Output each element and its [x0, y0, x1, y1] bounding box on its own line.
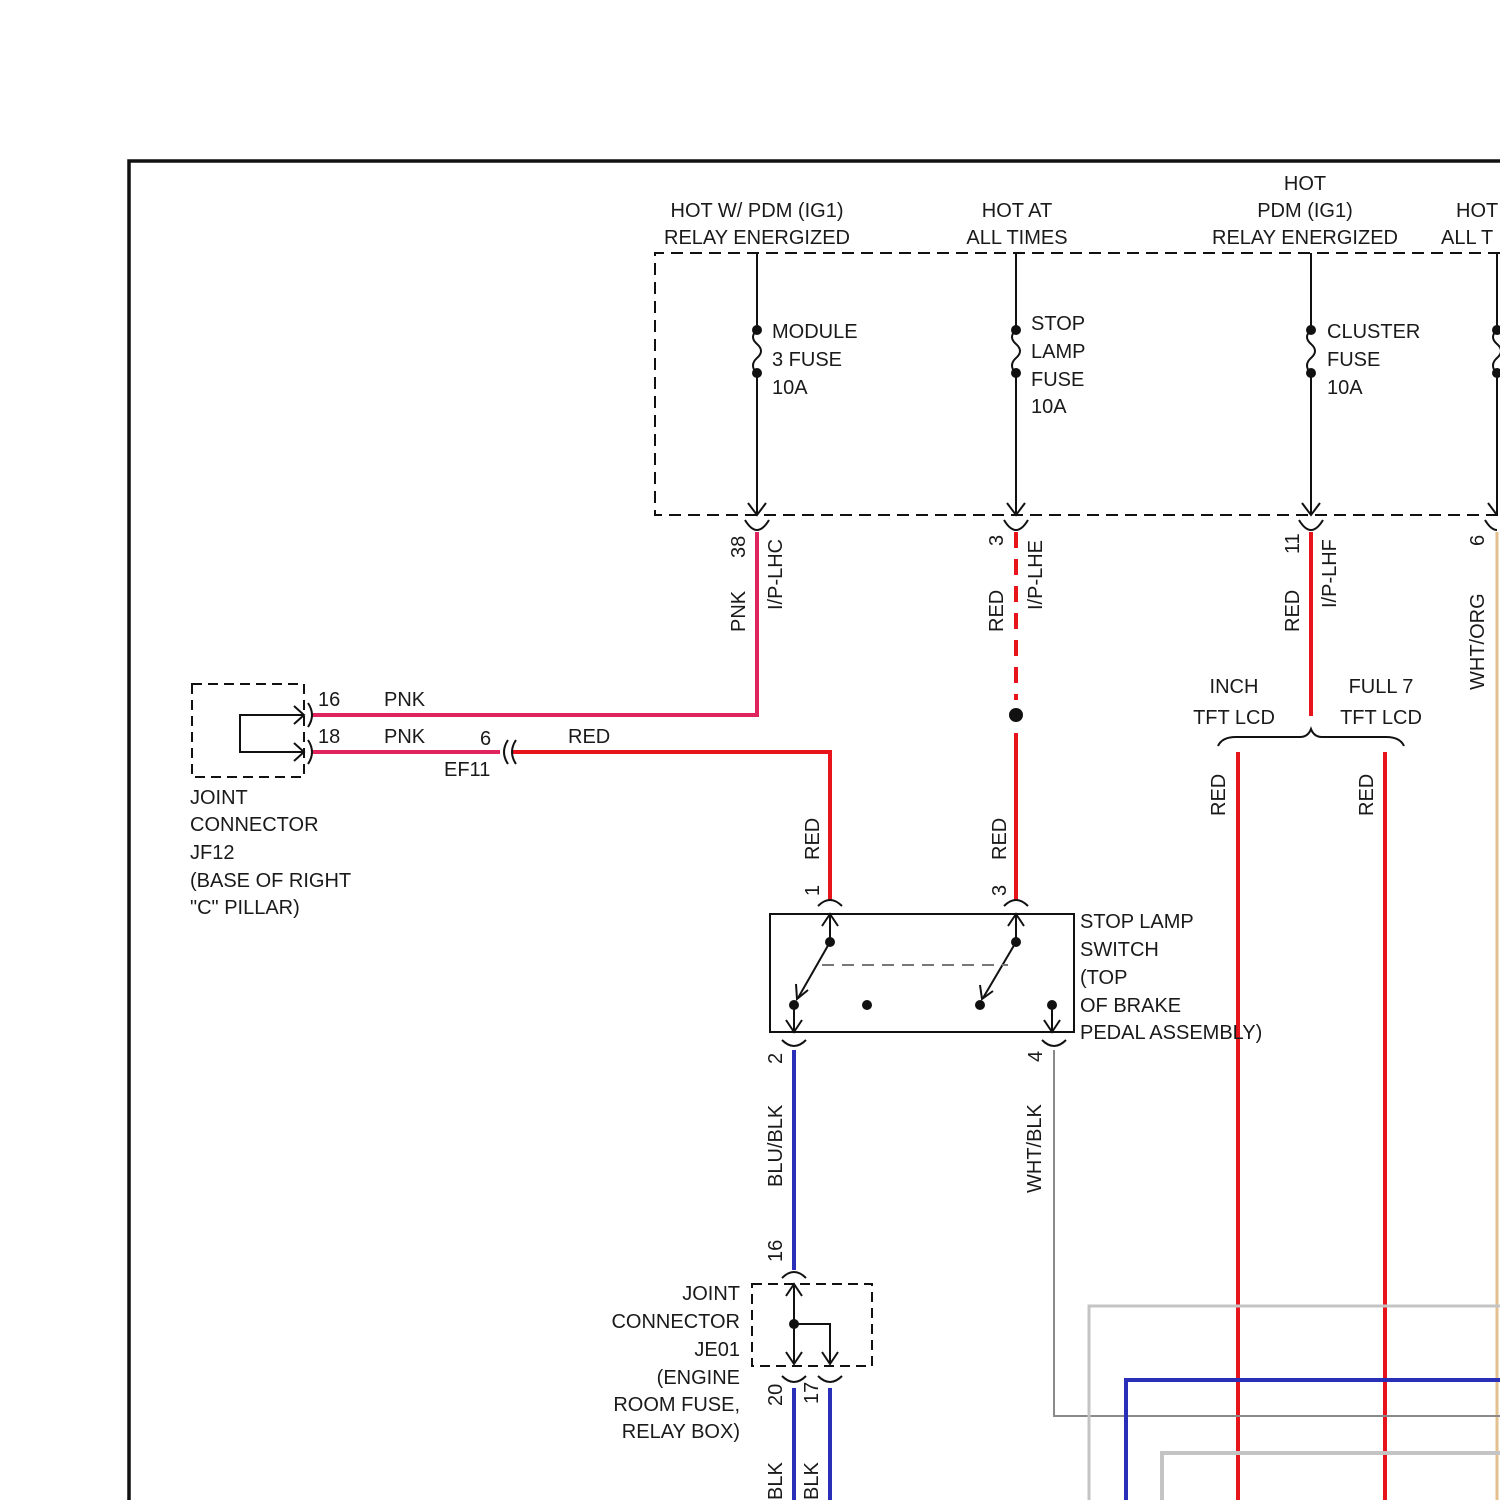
svg-text:HOT W/ PDM (IG1): HOT W/ PDM (IG1): [671, 200, 844, 222]
svg-text:RELAY ENERGIZED: RELAY ENERGIZED: [664, 227, 850, 249]
svg-text:6: 6: [1467, 535, 1489, 546]
wire-lightgray-2: [1162, 1453, 1500, 1500]
svg-text:(TOP: (TOP: [1080, 967, 1127, 989]
svg-text:ALL TIMES: ALL TIMES: [966, 227, 1067, 249]
svg-text:STOP LAMP: STOP LAMP: [1080, 911, 1194, 933]
svg-text:16: 16: [318, 689, 340, 711]
svg-text:RED: RED: [1282, 590, 1304, 632]
svg-text:ROOM FUSE,: ROOM FUSE,: [613, 1394, 740, 1416]
svg-text:2: 2: [765, 1053, 787, 1064]
svg-text:1: 1: [802, 885, 824, 896]
svg-text:PNK: PNK: [728, 590, 750, 632]
svg-text:RED: RED: [1208, 774, 1230, 816]
svg-text:INCH: INCH: [1210, 676, 1259, 698]
svg-text:6: 6: [480, 728, 491, 750]
wire-red-ef11-to-switch-1: [512, 752, 830, 900]
svg-text:RELAY ENERGIZED: RELAY ENERGIZED: [1212, 227, 1398, 249]
svg-text:3 FUSE: 3 FUSE: [772, 349, 842, 371]
svg-text:RED: RED: [986, 590, 1008, 632]
fuse-stop-lamp: STOP LAMP FUSE 10A: [1007, 253, 1085, 515]
svg-text:CONNECTOR: CONNECTOR: [190, 814, 319, 836]
splice-dot: [1009, 708, 1023, 722]
svg-text:STOP: STOP: [1031, 313, 1085, 335]
svg-text:RED: RED: [989, 818, 1011, 860]
power-label-cut-off: HOT ALL T: [1441, 200, 1498, 249]
svg-text:10A: 10A: [1327, 377, 1363, 399]
svg-text:TFT LCD: TFT LCD: [1340, 707, 1422, 729]
wire-blue-bus: [1126, 1380, 1500, 1500]
svg-text:PDM (IG1): PDM (IG1): [1257, 200, 1353, 222]
svg-text:RED: RED: [802, 818, 824, 860]
svg-text:RED: RED: [1356, 774, 1378, 816]
svg-text:16: 16: [765, 1240, 787, 1262]
svg-text:18: 18: [318, 726, 340, 748]
svg-text:11: 11: [1282, 533, 1304, 554]
switch-output-labels: BLU/BLK WHT/BLK: [765, 1103, 1046, 1193]
svg-text:EF11: EF11: [444, 759, 490, 781]
cluster-option-branch: INCH TFT LCD FULL 7 TFT LCD RED RED: [1193, 676, 1422, 816]
power-label-all-times: HOT AT ALL TIMES: [966, 200, 1067, 249]
svg-text:JOINT: JOINT: [682, 1283, 740, 1305]
switch-input-labels: RED RED 1 3: [802, 818, 1011, 896]
svg-text:CLUSTER: CLUSTER: [1327, 321, 1420, 343]
joint-connector-jf12: 16 18 PNK PNK JOINT CONNECTOR JF12 (BASE…: [190, 684, 426, 919]
svg-text:FUSE: FUSE: [1031, 369, 1084, 391]
svg-text:BLK: BLK: [801, 1462, 823, 1500]
svg-text:BLU/BLK: BLU/BLK: [765, 1104, 787, 1187]
stop-lamp-switch: STOP LAMP SWITCH (TOP OF BRAKE PEDAL ASS…: [765, 900, 1262, 1064]
svg-text:10A: 10A: [1031, 396, 1067, 418]
svg-text:4: 4: [1025, 1051, 1047, 1062]
wire-pnk-38-to-jf12-16: [312, 532, 757, 715]
wire-lightgray-1: [1089, 1306, 1500, 1500]
svg-text:(ENGINE: (ENGINE: [657, 1367, 740, 1389]
pdm-connector-cups: [745, 520, 1497, 530]
svg-text:20: 20: [765, 1384, 787, 1406]
svg-text:(BASE OF RIGHT: (BASE OF RIGHT: [190, 870, 351, 892]
svg-text:WHT/BLK: WHT/BLK: [1024, 1103, 1046, 1193]
power-label-pdm-ig1: HOT W/ PDM (IG1) RELAY ENERGIZED: [664, 200, 850, 249]
svg-text:I/P-LHC: I/P-LHC: [765, 539, 787, 610]
svg-text:PEDAL ASSEMBLY): PEDAL ASSEMBLY): [1080, 1022, 1262, 1044]
svg-text:17: 17: [801, 1382, 823, 1404]
svg-text:HOT: HOT: [1456, 200, 1498, 222]
fuse-module3: MODULE 3 FUSE 10A: [748, 253, 858, 515]
power-label-pdm-ig1-2: HOT PDM (IG1) RELAY ENERGIZED: [1212, 173, 1398, 249]
svg-text:3: 3: [989, 885, 1011, 896]
joint-connector-je01: 16 JOINT CONNECTOR JE01 (ENGINE ROOM FUS…: [611, 1240, 872, 1500]
svg-text:JF12: JF12: [190, 842, 234, 864]
svg-text:WHT/ORG: WHT/ORG: [1467, 593, 1489, 690]
svg-text:ALL T: ALL T: [1441, 227, 1493, 249]
svg-text:RELAY BOX): RELAY BOX): [622, 1421, 740, 1443]
svg-text:TFT LCD: TFT LCD: [1193, 707, 1275, 729]
svg-text:PNK: PNK: [384, 726, 426, 748]
fuse-cut-off: [1488, 253, 1500, 515]
svg-text:38: 38: [728, 536, 750, 558]
svg-text:FULL 7: FULL 7: [1349, 676, 1414, 698]
svg-text:I/P-LHE: I/P-LHE: [1025, 540, 1047, 610]
svg-text:10A: 10A: [772, 377, 808, 399]
fuse-cluster: CLUSTER FUSE 10A: [1302, 253, 1420, 515]
svg-text:SWITCH: SWITCH: [1080, 939, 1159, 961]
svg-text:PNK: PNK: [384, 689, 426, 711]
pdm-wire-labels: PNK RED RED WHT/ORG: [728, 590, 1489, 690]
svg-text:"C" PILLAR): "C" PILLAR): [190, 897, 300, 919]
svg-text:I/P-LHF: I/P-LHF: [1319, 539, 1341, 608]
svg-text:3: 3: [986, 535, 1008, 546]
svg-text:LAMP: LAMP: [1031, 341, 1085, 363]
svg-text:HOT: HOT: [1284, 173, 1326, 195]
svg-text:FUSE: FUSE: [1327, 349, 1380, 371]
svg-text:CONNECTOR: CONNECTOR: [611, 1311, 740, 1333]
svg-text:BLK: BLK: [765, 1462, 787, 1500]
svg-text:OF BRAKE: OF BRAKE: [1080, 995, 1181, 1017]
svg-text:RED: RED: [568, 726, 610, 748]
svg-text:HOT AT: HOT AT: [982, 200, 1052, 222]
svg-text:JE01: JE01: [694, 1339, 740, 1361]
svg-text:JOINT: JOINT: [190, 787, 248, 809]
wire-wht-blk-switch-4: [1054, 1050, 1500, 1416]
svg-text:MODULE: MODULE: [772, 321, 858, 343]
pdm-pin-labels: 38 I/P-LHC 3 I/P-LHE 11 I/P-LHF 6: [728, 533, 1489, 610]
